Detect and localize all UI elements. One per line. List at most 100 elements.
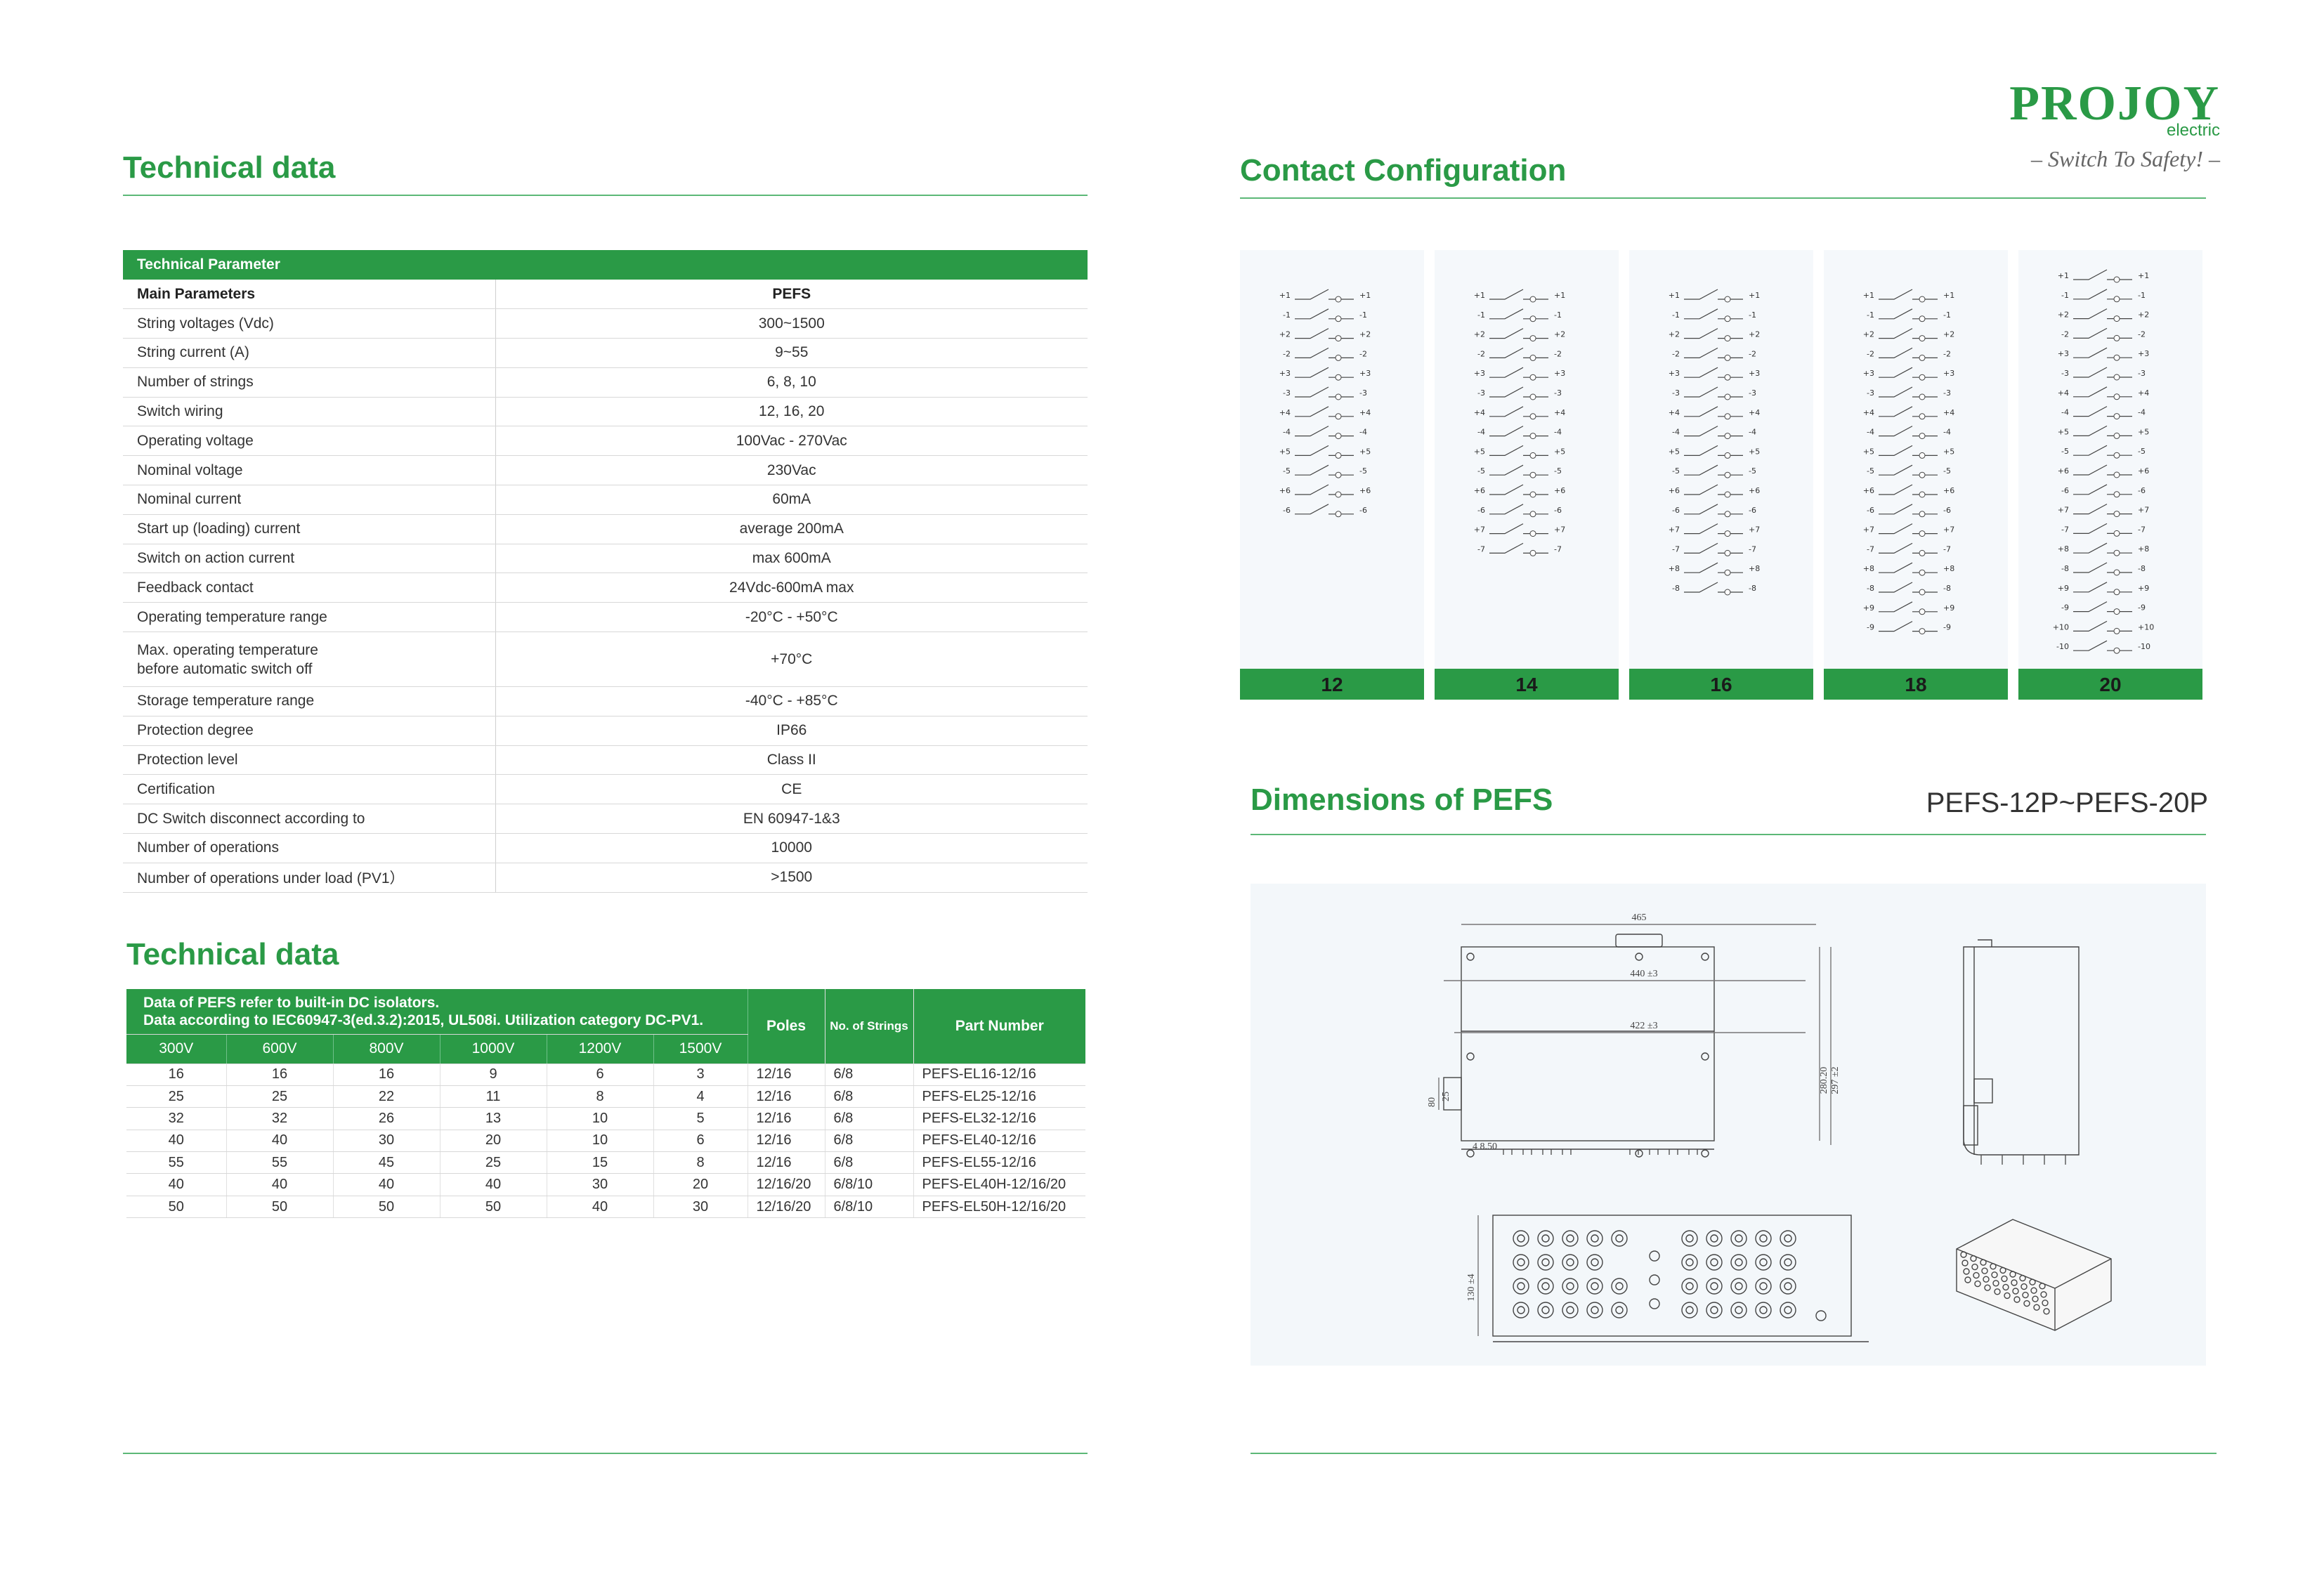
iso-gland [2042,1300,2049,1307]
contact-row: +6+6 [1474,484,1565,498]
param-name: String current (A) [137,344,249,361]
contact-label: +1 [1279,291,1291,300]
param-cell: String voltages (Vdc) [123,308,495,339]
current-cell: 25 [440,1151,547,1174]
switch-contact [1879,406,1938,417]
switch-contact [1489,367,1548,378]
param-cell: Operating temperature range [123,602,495,633]
contact-label: -7 [2138,525,2146,534]
contact-label: -5 [1283,466,1291,476]
contact-terminal [1919,549,1926,556]
gland-inner [1615,1234,1624,1243]
part-number-cell: PEFS-EL50H-12/16/20 [913,1196,1085,1219]
value-cell: average 200mA [495,514,1088,544]
contact-row: -7-7 [1477,542,1562,556]
gland-inner [1566,1234,1574,1243]
gland-outer [1562,1254,1579,1271]
contact-row: +3+3 [1669,367,1760,381]
strings-cell: 6/8 [825,1064,914,1086]
contact-label: -6 [1867,506,1874,515]
dim-hole: 4 8.50 [1473,1141,1497,1152]
contact-label: +7 [1554,525,1565,535]
contact-row: +5+5 [2058,425,2149,439]
current-cell: 16 [226,1064,334,1086]
poles-cell: 12/16 [748,1151,825,1174]
contact-row: +7+7 [2058,504,2149,518]
contact-panel-20: +1+1-1-1+2+2-2-2+3+3-3-3+4+4-4-4+5+5-5-5… [2018,250,2202,700]
contact-label: -7 [1554,544,1562,554]
contact-row: -3-3 [1477,386,1562,400]
switch-contact [1295,328,1354,339]
gland-inner [1784,1258,1792,1267]
contact-label: +6 [1359,486,1371,495]
contact-label: +2 [1749,330,1760,339]
brand-name: PROJOY [2009,77,2220,131]
contact-label: +4 [1279,408,1291,417]
contact-label: +5 [1474,447,1485,456]
switch-contact [1684,426,1743,437]
contact-terminal [2113,491,2120,498]
contact-row: -5-5 [2061,445,2146,459]
contact-label: -5 [1943,466,1951,476]
contact-label: -5 [1672,466,1680,476]
contact-label: +1 [2138,271,2149,280]
contact-row: -4-4 [1672,426,1756,440]
gland-inner [1685,1282,1694,1290]
contact-row: -2-2 [1672,347,1756,361]
current-cell: 55 [226,1151,334,1174]
contact-diagram: +1+1-1-1+2+2-2-2+3+3-3-3+4+4-4-4+5+5-5-5… [1863,289,1954,635]
gland-inner [1517,1258,1525,1267]
contact-row: +7+7 [1669,523,1760,537]
contact-row: -1-1 [1283,308,1367,322]
gland-inner [1710,1234,1718,1243]
switch-contact [1295,426,1354,437]
contact-label: -6 [1359,506,1367,515]
gland-outer [1611,1278,1628,1295]
contact-terminal [1529,530,1536,537]
contact-row: +7+7 [1474,523,1565,537]
strings-cell: 6/8 [825,1151,914,1174]
contact-row: +5+5 [1279,445,1371,459]
contact-row: +6+6 [1279,484,1371,498]
iso-gland [2029,1278,2036,1285]
gland-inner [1566,1282,1574,1290]
dim-465: 465 [1632,912,1647,923]
contact-row: -5-5 [1867,464,1951,478]
contact-row: -3-3 [1867,386,1951,400]
contact-row: -7-7 [2061,523,2146,537]
contact-label: +5 [1554,447,1565,456]
contact-label: +3 [2138,349,2149,358]
gland-outer [1755,1302,1772,1318]
part-number-cell: PEFS-EL40-12/16 [913,1130,1085,1153]
contact-terminal [1335,413,1342,420]
contact-terminal [1919,315,1926,322]
contact-terminal [2113,511,2120,518]
contact-label: +5 [1359,447,1371,456]
iso-gland [1984,1284,1991,1291]
brand-sub: electric [2166,121,2220,140]
contact-terminal [1724,433,1731,440]
gland-inner [1759,1282,1768,1290]
strings-cell: 6/8 [825,1085,914,1108]
gland-inner [1591,1282,1599,1290]
contact-terminal [1529,296,1536,303]
poles-cell: 12/16 [748,1107,825,1130]
contact-terminal [1724,374,1731,381]
current-cell: 8 [653,1151,748,1174]
contact-label: +10 [2138,622,2154,632]
contact-row: -4-4 [2061,406,2146,420]
contact-terminal [1529,549,1536,556]
contact-label: +2 [1279,330,1291,339]
contact-label: -2 [1359,349,1367,358]
poles-cell: 12/16/20 [748,1173,825,1196]
contact-label: +4 [1359,408,1371,417]
contact-label: +4 [1863,408,1874,417]
contact-label: -6 [1477,506,1485,515]
gland-outer [1730,1230,1747,1247]
switch-contact [1879,562,1938,573]
contact-diagram: +1+1-1-1+2+2-2-2+3+3-3-3+4+4-4-4+5+5-5-5… [1279,289,1371,518]
switch-contact [1295,464,1354,476]
value-cell: 10000 [495,833,1088,863]
